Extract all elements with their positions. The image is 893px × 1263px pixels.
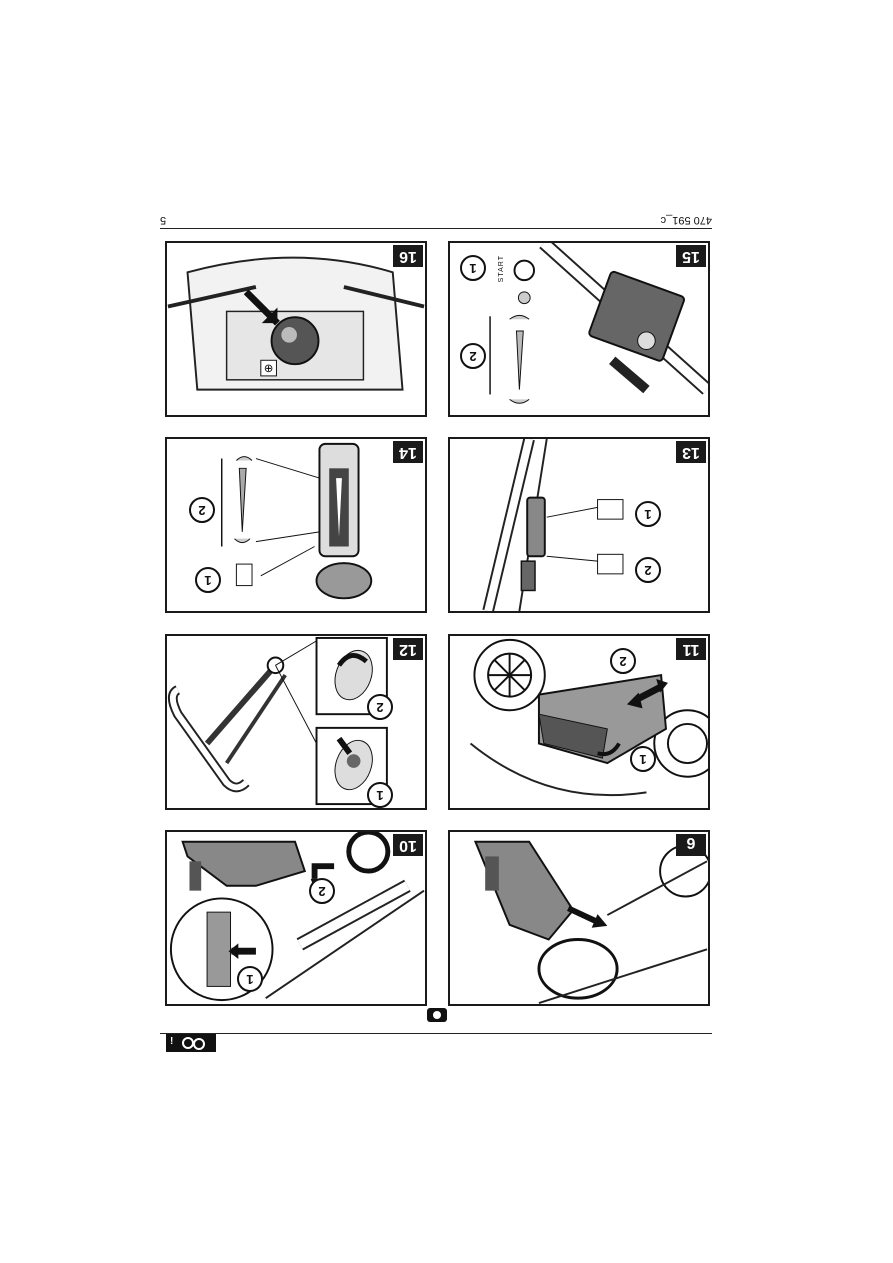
grass-bag-removal-illustration [469,638,708,797]
callout-1: 1 [630,746,656,772]
figure-panel-15: 15 1 START 2 [448,241,710,417]
panel-number-14: 14 [393,441,423,463]
callout-2: 2 [610,648,636,674]
discharge-flap-illustration [473,840,708,1004]
figure-panel-13: 13 1 2 [448,437,710,613]
throttle-lever-illustration [220,442,373,600]
handle-control-illustration [489,243,708,404]
page-number: 5 [160,214,167,226]
callout-1: 1 [237,966,263,992]
callout-1: 1 [635,501,661,527]
callout-2: 2 [367,694,393,720]
panel-number-11: 11 [676,638,706,660]
header-rule [160,228,712,229]
callout-1: 1 [367,782,393,808]
callout-2: 2 [460,343,486,369]
panel-number-13: 13 [676,441,706,463]
figure-panel-10: 10 2 1 [165,830,427,1006]
callout-1: 1 [195,567,221,593]
figure-panel-12: 12 2 1 [165,634,427,810]
panel-number-15: 15 [676,245,706,267]
mower-engine-illustration: ⊕ [167,243,425,415]
page-header: 470 591_c 5 [160,206,712,226]
brake-lever-illustration [482,439,624,611]
svg-text:⊕: ⊕ [264,362,274,375]
figure-panel-11: 11 2 1 [448,634,710,810]
panel-number-12: 12 [393,638,423,660]
start-label: START [498,255,505,283]
mulch-plug-illustration [169,832,425,1002]
callout-2: 2 [635,557,661,583]
footer-rule [160,1033,712,1034]
callout-1: 1 [460,255,486,281]
doc-code: 470 591_c [660,214,712,226]
handle-folding-illustration [167,636,388,806]
tool-ring-icon: ! [166,1034,216,1052]
panel-number-10: 10 [393,834,423,856]
figure-panel-16: ⊕ 16 [165,241,427,417]
panel-number-9: 9 [676,834,706,856]
panel-number-16: 16 [393,245,423,267]
camera-icon [427,1008,447,1022]
callout-2: 2 [189,497,215,523]
figure-panel-9: 9 [448,830,710,1006]
figure-panel-14: 14 2 1 [165,437,427,613]
callout-2: 2 [309,878,335,904]
